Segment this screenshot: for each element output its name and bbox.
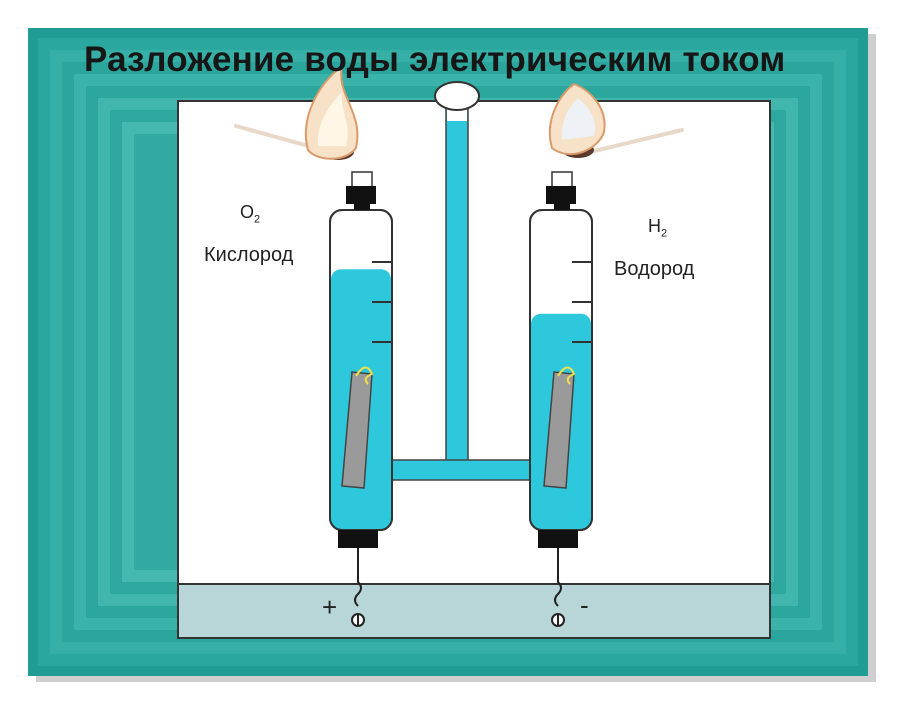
anode-electrode xyxy=(341,366,374,489)
diagram-panel xyxy=(177,100,771,639)
connecting-pipe xyxy=(389,459,533,481)
hydrogen-label: Водород xyxy=(614,258,695,280)
water-reservoir xyxy=(434,81,480,467)
right-match-flame-icon xyxy=(548,82,684,158)
right-tube xyxy=(529,171,593,627)
left-match-flame-icon xyxy=(234,63,359,160)
diagram-title: Разложение воды электрическим током xyxy=(84,40,786,79)
hydrogen-formula: H2 xyxy=(648,216,668,240)
base-tray xyxy=(179,584,769,637)
oxygen-label: Кислород xyxy=(204,244,294,266)
anode-sign: + xyxy=(322,592,338,622)
cathode-electrode xyxy=(543,366,576,489)
cathode-sign: - xyxy=(580,590,589,620)
oxygen-formula: O2 xyxy=(240,202,261,226)
left-tube xyxy=(329,171,393,627)
